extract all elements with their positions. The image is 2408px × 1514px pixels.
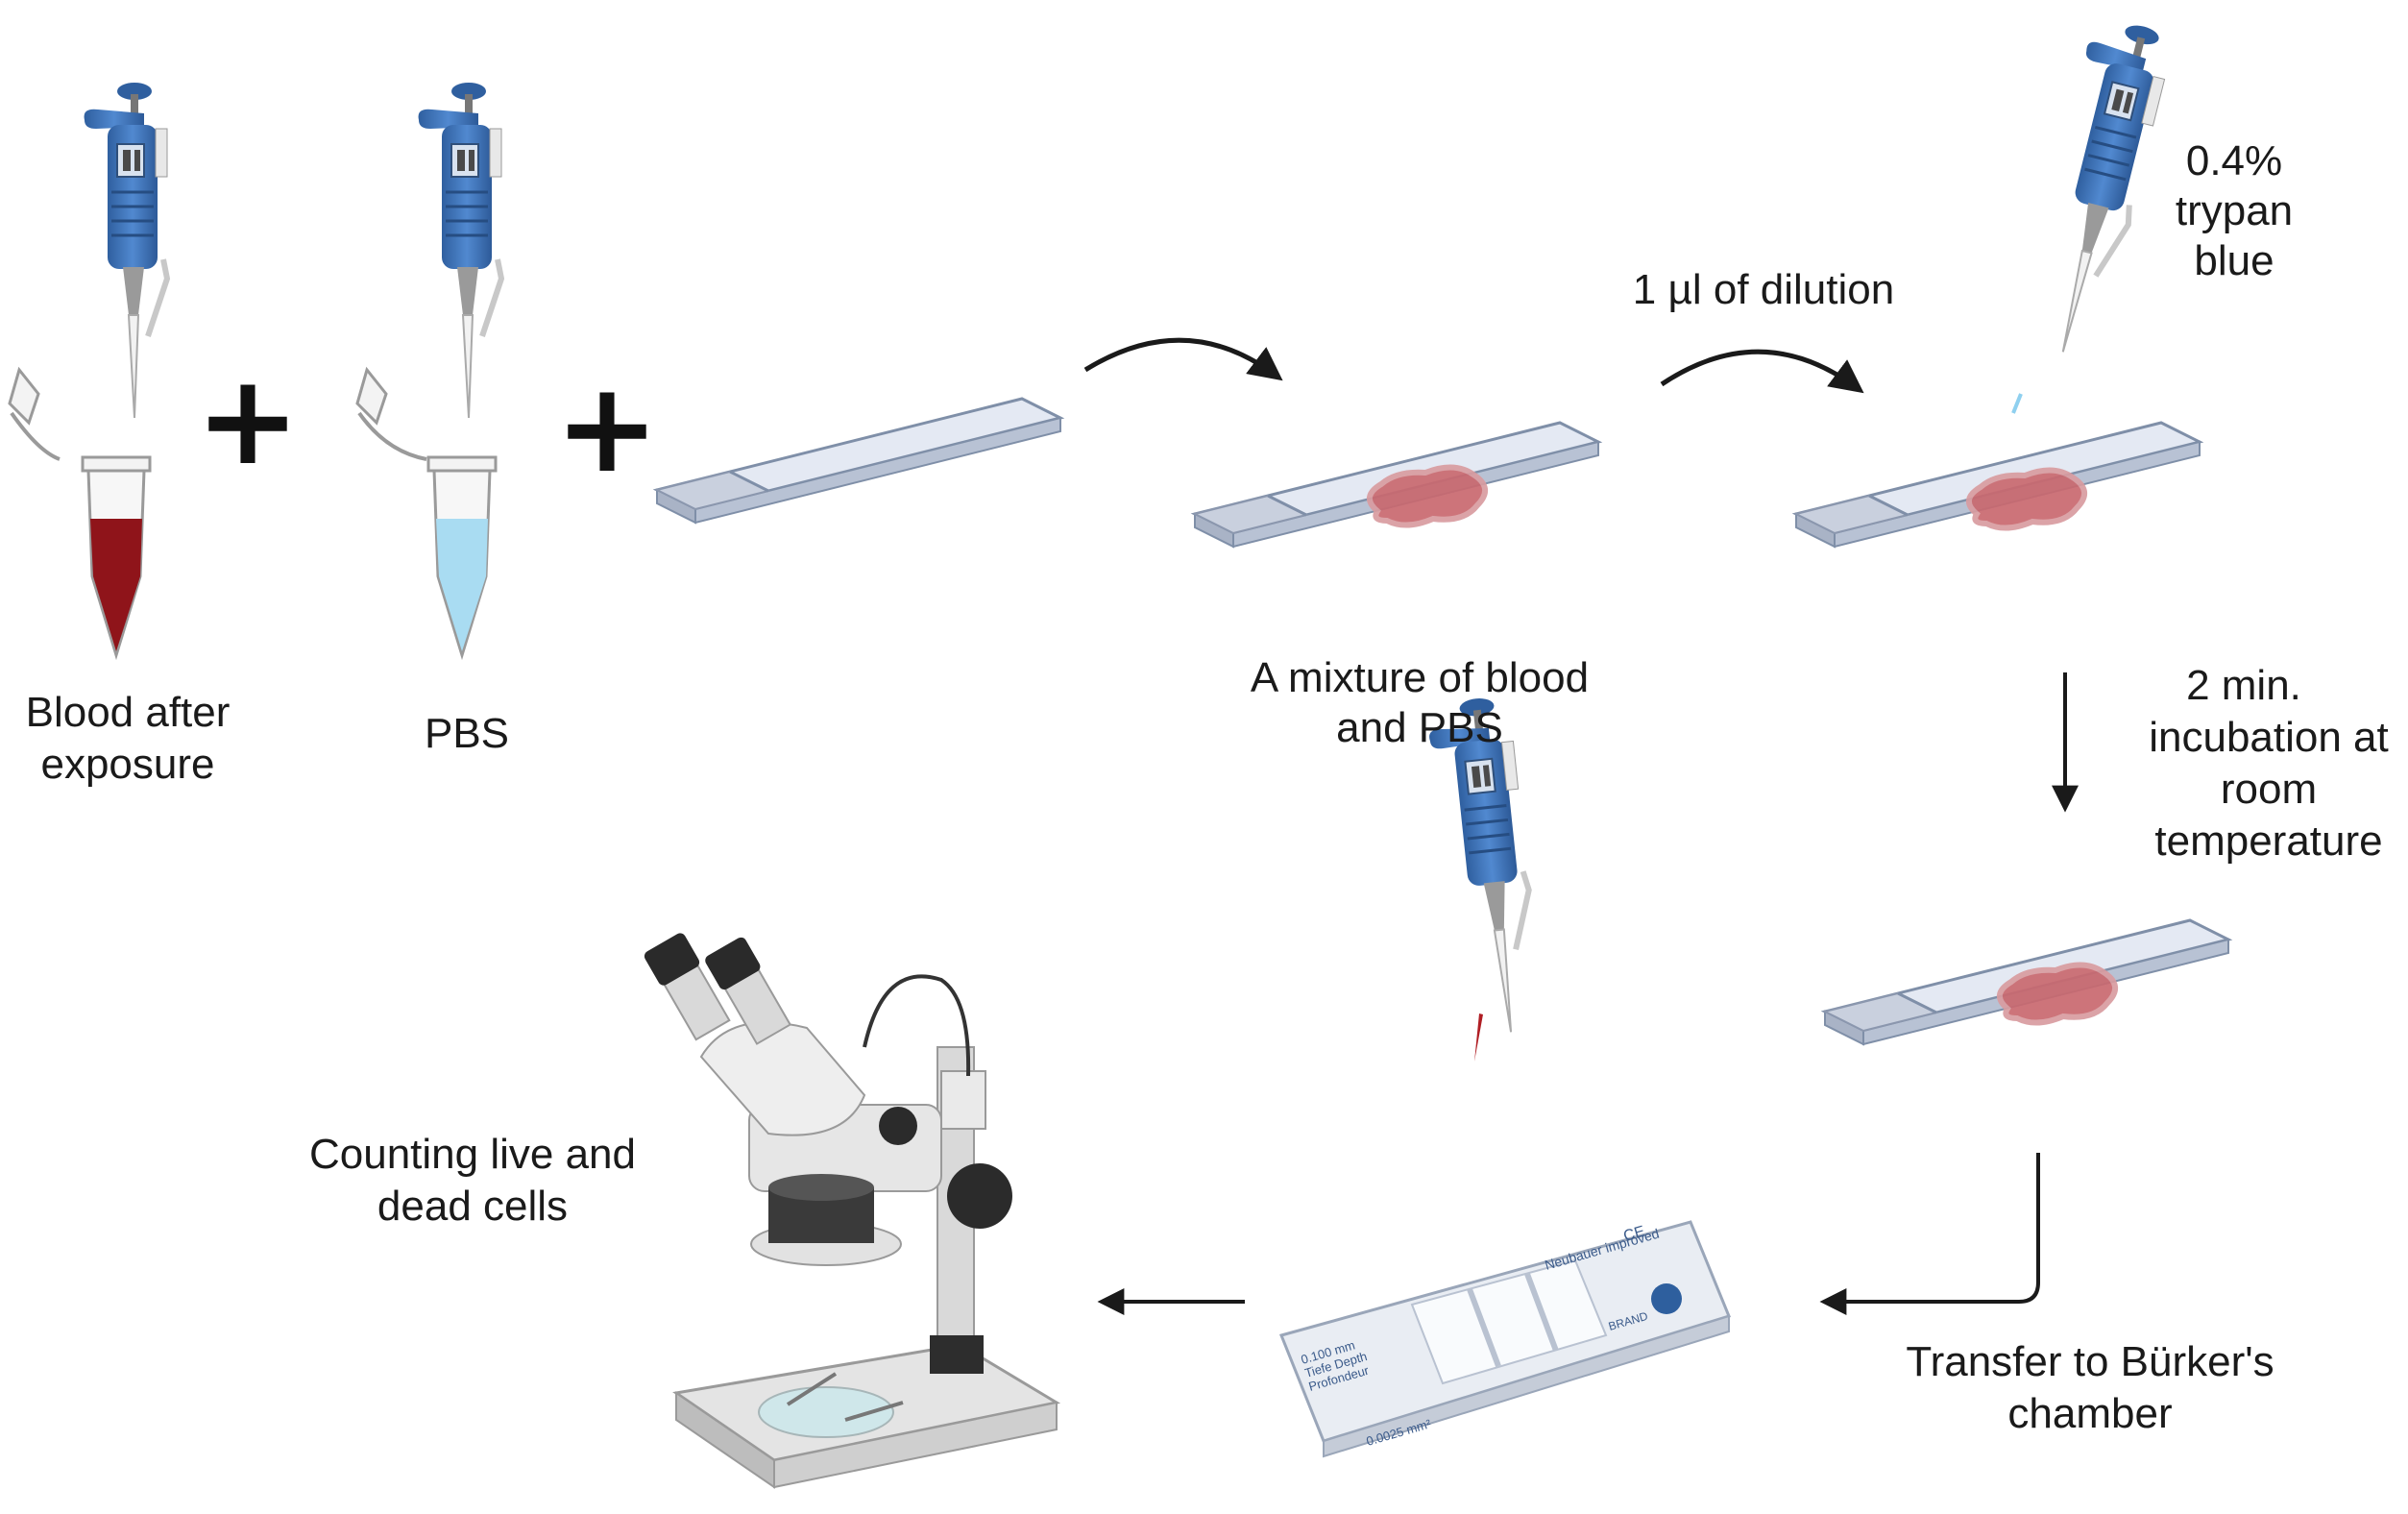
label-line: 2 min.: [2186, 662, 2301, 709]
pbs-tube-label: PBS: [425, 710, 509, 757]
stereo-microscope-icon: [644, 933, 1061, 1489]
label-line: exposure: [40, 741, 214, 788]
label-line: Blood after: [26, 689, 231, 736]
dilution-step-label: 1 µl of dilution: [1633, 266, 1894, 313]
label-line: PBS: [425, 710, 509, 757]
elbow-arrow-icon: [1819, 1153, 2040, 1315]
label-line: temperature: [2154, 818, 2382, 865]
label-line: 0.4%: [2186, 137, 2282, 184]
trypan-slide-icon: [1794, 14, 2201, 549]
mixture-slide-label: A mixture of blood and PBS: [1251, 654, 1589, 751]
label-line: room: [2221, 766, 2317, 813]
blood-liquid: [90, 519, 142, 651]
pipette-icon: [419, 83, 501, 418]
chamber-ce-mark: CE: [1621, 1223, 1646, 1244]
label-line: Counting live and: [309, 1131, 636, 1178]
pbs-tube-icon: [355, 83, 501, 661]
transfer-label: Transfer to Bürker's chamber: [1906, 1338, 2274, 1437]
plus-sign-2: +: [555, 354, 660, 501]
mixture-slide-icon: [1193, 421, 1600, 549]
label-line: dead cells: [377, 1183, 568, 1230]
pipette-icon: [85, 83, 167, 418]
label-line: and PBS: [1336, 704, 1503, 751]
incubation-label: 2 min. incubation at room temperature: [2149, 662, 2389, 865]
blood-tube-icon: [8, 83, 167, 661]
trypan-blue-label: 0.4% trypan blue: [2176, 137, 2293, 284]
blood-tube-label: Blood after exposure: [26, 689, 231, 788]
plus-sign-1: +: [196, 347, 301, 493]
glass-slide-icon: [655, 397, 1062, 525]
label-line: chamber: [2007, 1390, 2172, 1437]
curved-arrow-icon: [1660, 349, 1864, 394]
pipette-icon: [2014, 14, 2176, 360]
label-line: 1 µl of dilution: [1633, 266, 1894, 313]
incubated-slide-icon: [1823, 918, 2230, 1046]
label-line: A mixture of blood: [1251, 654, 1589, 701]
label-line: blue: [2194, 237, 2274, 284]
label-line: trypan: [2176, 187, 2293, 234]
counting-chamber-icon: CE Neubauer improved BRAND 0.100 mm Tief…: [1278, 696, 1732, 1458]
label-line: incubation at: [2149, 714, 2389, 761]
curved-arrow-icon: [1083, 337, 1283, 381]
label-line: Transfer to Bürker's: [1906, 1338, 2274, 1385]
counting-label: Counting live and dead cells: [309, 1131, 636, 1230]
pbs-liquid: [436, 519, 488, 651]
